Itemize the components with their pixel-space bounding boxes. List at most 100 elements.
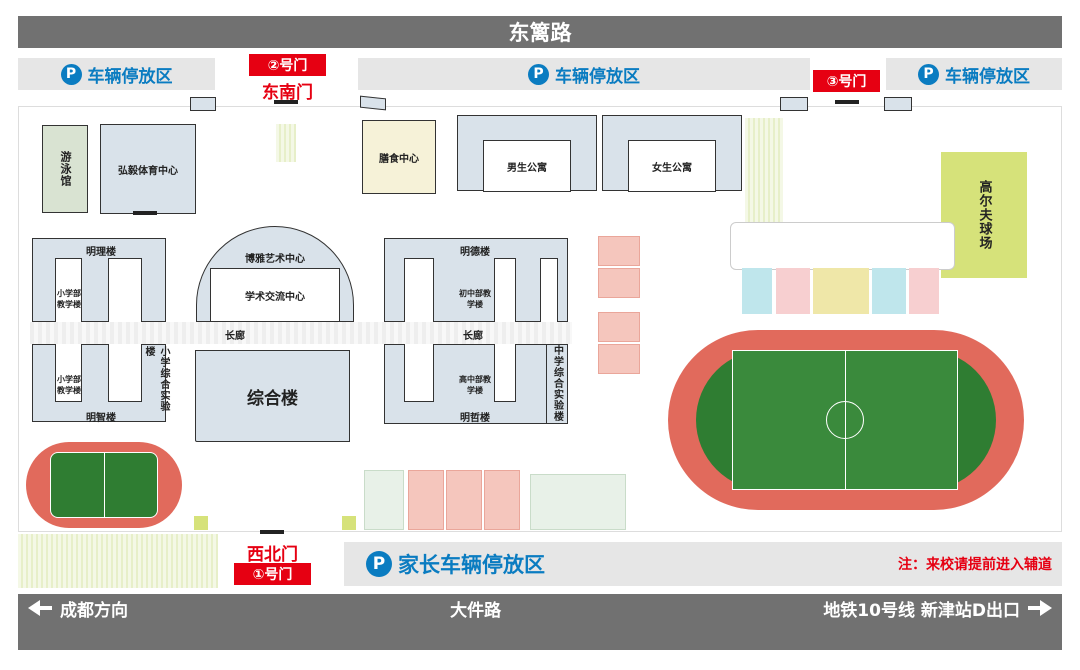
- mingzhi-left-label: 明智楼: [86, 413, 116, 424]
- courtyard: [108, 258, 142, 322]
- courtyard: [494, 344, 516, 402]
- gate-1-label: ①号门: [252, 567, 293, 583]
- notice-text: 注：来校请提前进入辅道: [898, 557, 1052, 573]
- parent-parking[interactable]: P 家长车辆停放区: [344, 542, 1062, 586]
- gate-3-badge[interactable]: ③号门: [813, 70, 880, 92]
- junior-teach-label: 初中部教学楼: [459, 289, 491, 309]
- basketball-court: [598, 312, 640, 342]
- boya-label: 博雅艺术中心: [245, 254, 305, 265]
- volleyball-court: [530, 474, 626, 530]
- stand-section: [909, 268, 939, 314]
- mingzhi-building[interactable]: [32, 344, 166, 422]
- parking-icon: P: [60, 63, 82, 85]
- golf-label: 高尔夫球场: [976, 180, 992, 250]
- primary-teach-1-label: 小学部教学楼: [57, 289, 81, 309]
- mingli-building[interactable]: [32, 238, 166, 322]
- courtyard: [404, 344, 434, 402]
- stadium-center-circle: [826, 401, 864, 439]
- parking-label: 车辆停放区: [555, 66, 640, 87]
- zonghe-building[interactable]: 综合楼: [195, 350, 350, 442]
- gate-2-label: ②号门: [267, 58, 308, 74]
- stand-section: [813, 268, 869, 314]
- corridor-left-label: 长廊: [225, 331, 245, 342]
- arrow-right-shaft: [1028, 606, 1040, 610]
- north-road: 东篱路: [18, 16, 1062, 48]
- guard-box: [190, 97, 216, 111]
- mingde-label: 明德楼: [460, 247, 490, 258]
- primary-lab-label: 小学综合实验楼: [143, 346, 169, 412]
- basketball-court: [598, 344, 640, 374]
- gate-2-bar: [274, 100, 298, 104]
- courtyard: [55, 344, 82, 402]
- south-road-lower: [18, 622, 1062, 650]
- south-strip: [18, 534, 218, 588]
- gate-1-bar: [260, 530, 284, 534]
- arrow-left-icon: [28, 600, 40, 616]
- gate-1-badge[interactable]: ①号门: [234, 563, 311, 585]
- female-dorm-court: 女生公寓: [628, 140, 716, 192]
- tennis-court: [364, 470, 404, 530]
- gate-3-bar: [835, 100, 859, 104]
- west-direction[interactable]: 成都方向: [28, 596, 128, 621]
- male-dorm-court: 男生公寓: [483, 140, 571, 192]
- east-direction[interactable]: 地铁10号线 新津站D出口: [823, 596, 1052, 621]
- south-road: 成都方向 大件路 地铁10号线 新津站D出口: [18, 594, 1062, 622]
- basketball-court: [446, 470, 482, 530]
- senior-teach-label: 高中部教学楼: [459, 375, 491, 395]
- corridor-right-label: 长廊: [463, 331, 483, 342]
- basketball-court: [408, 470, 444, 530]
- gym-door: [133, 211, 157, 215]
- basketball-court: [598, 236, 640, 266]
- north-road-label: 东篱路: [508, 21, 572, 45]
- stand-section: [742, 268, 772, 314]
- courtyard: [108, 344, 142, 402]
- mingli-label: 明理楼: [86, 247, 116, 258]
- east-direction-label: 地铁10号线 新津站D出口: [823, 600, 1020, 621]
- practice-field: [276, 124, 296, 162]
- small-center-line: [104, 452, 105, 518]
- parking-label: 车辆停放区: [87, 66, 173, 87]
- green-pad: [194, 516, 208, 530]
- arrow-right-icon: [1040, 600, 1052, 616]
- gate-2-name: 东南门: [262, 83, 313, 103]
- courtyard: [540, 258, 558, 322]
- gate-2-badge[interactable]: ②号门: [249, 54, 326, 76]
- stand-section: [872, 268, 906, 314]
- middle-lab[interactable]: 中学综合实验楼: [546, 344, 568, 424]
- primary-teach-2-label: 小学部教学楼: [57, 375, 81, 395]
- parent-parking-label: 家长车辆停放区: [398, 553, 545, 577]
- canteen-label: 膳食中心: [379, 153, 419, 165]
- parking-icon: P: [528, 63, 549, 85]
- corridor: [30, 322, 572, 344]
- middle-lab-label: 中学综合实验楼: [551, 345, 563, 422]
- guard-box: [884, 97, 912, 111]
- courtyard: [404, 258, 434, 322]
- swimming-label: 游泳馆: [59, 151, 72, 187]
- canteen[interactable]: 膳食中心: [362, 120, 436, 194]
- arrow-left-shaft: [40, 606, 52, 610]
- zonghe-label: 综合楼: [247, 388, 298, 409]
- parking-label: 车辆停放区: [945, 66, 1030, 87]
- parking-icon: P: [918, 63, 939, 85]
- academic-center[interactable]: 学术交流中心: [210, 268, 340, 322]
- parking-icon: P: [366, 551, 392, 577]
- courtyard: [494, 258, 516, 322]
- basketball-court: [598, 268, 640, 298]
- golf-course[interactable]: 高尔夫球场: [941, 152, 1027, 278]
- gate-1-name: 西北门: [247, 545, 298, 565]
- academic-label: 学术交流中心: [245, 291, 305, 303]
- parking-area-center[interactable]: P 车辆停放区: [358, 58, 810, 90]
- swimming-pool[interactable]: 游泳馆: [42, 125, 88, 213]
- campus-boundary: [18, 106, 1062, 532]
- parking-area-right[interactable]: P 车辆停放区: [886, 58, 1062, 90]
- courtyard: [55, 258, 82, 322]
- stadium-canopy: [730, 222, 955, 270]
- female-dorm-label: 女生公寓: [652, 162, 692, 174]
- stand-section: [776, 268, 810, 314]
- gym[interactable]: 弘毅体育中心: [100, 124, 196, 214]
- parking-area-left[interactable]: P 车辆停放区: [18, 58, 215, 90]
- mingzhi-right-label: 明哲楼: [460, 413, 490, 424]
- primary-lab[interactable]: 小学综合实验楼: [143, 346, 169, 420]
- gate-3-label: ③号门: [826, 74, 867, 90]
- guard-box: [780, 97, 808, 111]
